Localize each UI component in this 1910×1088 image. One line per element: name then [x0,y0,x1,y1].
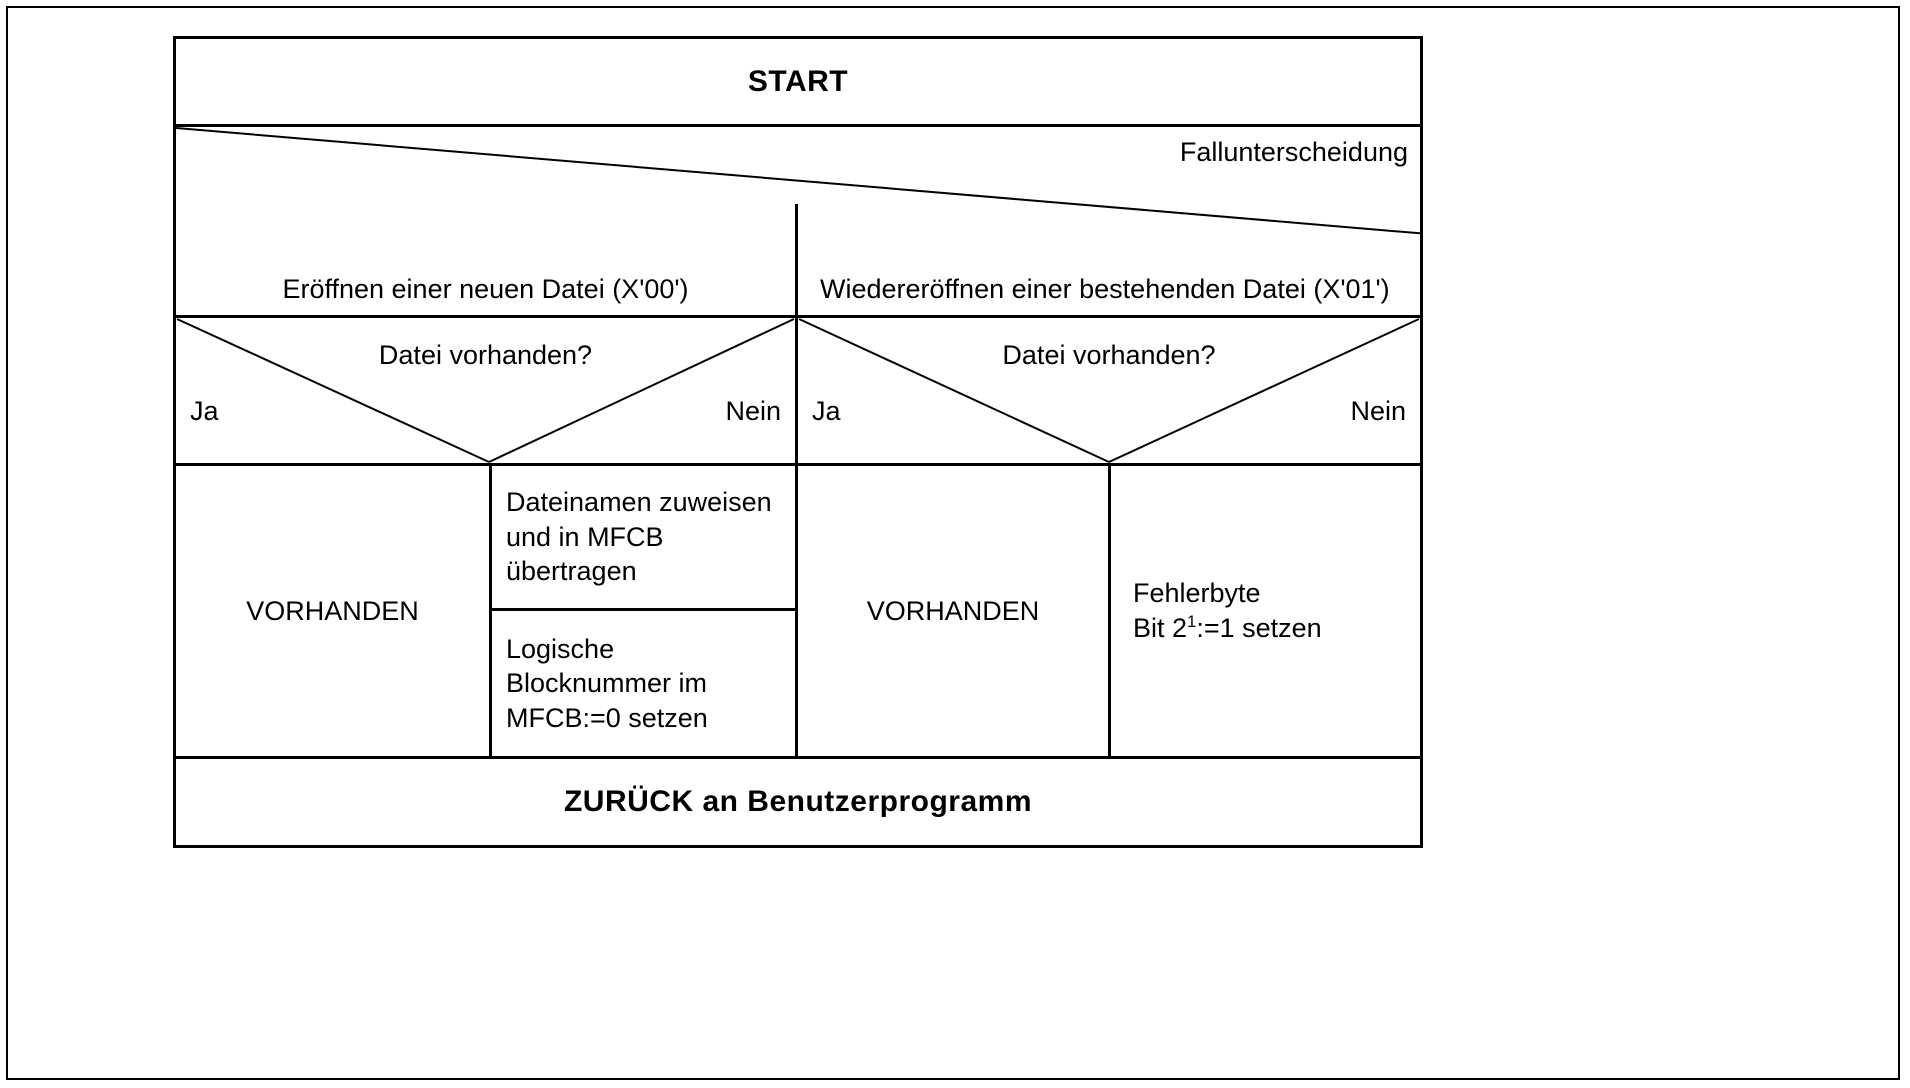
decision-row: Datei vorhanden? Ja Nein Datei vorhanden… [176,318,1420,466]
action-case1-yes: VORHANDEN [176,466,489,756]
case-distinction-label: Fallunterscheidung [1179,137,1408,167]
decision-block-1: Datei vorhanden? Ja Nein [176,318,795,463]
return-label: ZURÜCK an Benutzerprogramm [563,785,1033,818]
decision-2-question: Datei vorhanden? [1002,340,1216,370]
case-column-2: Wiedereröffnen einer bestehenden Datei (… [795,205,1420,315]
action-case1-no-step1: Dateinamen zuweisen und in MFCB übertrag… [492,466,795,611]
action-case2-no-text: Fehlerbyte Bit 21:=1 setzen [1133,576,1322,645]
page-frame: START Fallunterscheidung Eröffnen einer … [6,6,1900,1080]
case-1-text: Eröffnen einer neuen Datei (X'00') [282,274,689,305]
case-2-text: Wiedereröffnen einer bestehenden Datei (… [820,274,1390,305]
action-case1-no-step2-text: Logische Blocknummer im MFCB:=0 setzen [506,633,708,733]
action-case2-yes-text: VORHANDEN [866,595,1040,626]
action-case1-yes-text: VORHANDEN [246,595,419,626]
decision-2-no-label: Nein [1350,396,1406,426]
action-case1-no-group: Dateinamen zuweisen und in MFCB übertrag… [489,466,795,756]
start-row: START [176,39,1420,127]
case-column-1: Eröffnen einer neuen Datei (X'00') [176,205,795,315]
action-case1-no-step1-text: Dateinamen zuweisen und in MFCB übertrag… [506,487,772,587]
decision-2-yes-label: Ja [812,396,841,426]
actions-row: VORHANDEN Dateinamen zuweisen und in MFC… [176,466,1420,759]
action-case2-no: Fehlerbyte Bit 21:=1 setzen [1108,466,1420,756]
decision-1-no-label: Nein [725,396,781,426]
action-case2-yes: VORHANDEN [795,466,1108,756]
action-case2-no-line2-exponent: 1 [1187,612,1197,631]
action-case2-no-line2-suffix: :=1 setzen [1196,613,1322,643]
decision-1-question: Datei vorhanden? [378,340,593,370]
decision-1-yes-label: Ja [190,396,219,426]
case-distinction-row: Fallunterscheidung Eröffnen einer neuen … [176,127,1420,318]
start-label: START [747,64,849,98]
action-case1-no-step2: Logische Blocknummer im MFCB:=0 setzen [492,611,795,756]
decision-column-divider [795,318,798,463]
return-row: ZURÜCK an Benutzerprogramm [176,759,1420,845]
decision-block-2: Datei vorhanden? Ja Nein [798,318,1420,463]
action-case2-no-line1: Fehlerbyte [1133,578,1261,609]
structogram-diagram: START Fallunterscheidung Eröffnen einer … [173,36,1423,848]
action-case2-no-line2-prefix: Bit 2 [1133,613,1188,643]
